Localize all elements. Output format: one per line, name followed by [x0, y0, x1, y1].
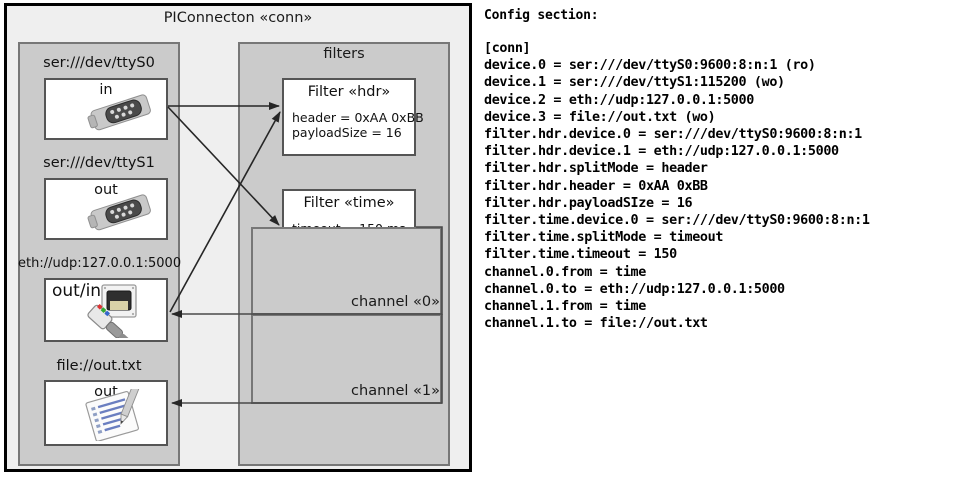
page-title: PIConnecton «conn» — [163, 10, 313, 26]
serial-port-icon — [84, 190, 160, 236]
device-caption-ttyS0: ser:///dev/ttyS0 — [43, 55, 155, 71]
filter-time-title: Filter «time» — [303, 195, 395, 211]
device-label-out-in: out/in — [52, 281, 102, 301]
config-section: Config section: [conn] device.0 = ser://… — [484, 8, 960, 332]
channel-1-box[interactable] — [251, 314, 442, 404]
filter-hdr-title: Filter «hdr» — [307, 84, 391, 100]
ethernet-jack-icon — [74, 284, 154, 338]
config-heading: Config section: — [484, 8, 599, 23]
device-label-out-serial: out — [94, 182, 118, 198]
connection-wires — [167, 102, 443, 407]
device-node-ttyS1[interactable]: out — [44, 178, 168, 240]
filters-group-label: filters — [323, 46, 365, 62]
device-node-eth[interactable]: out/in — [44, 278, 168, 342]
wire-channel-0 — [171, 226, 443, 318]
channel-1-label: channel «1» — [351, 383, 440, 399]
device-caption-ttyS1: ser:///dev/ttyS1 — [43, 155, 155, 171]
device-caption-file: file://out.txt — [56, 358, 142, 374]
channel-0-box[interactable] — [251, 227, 442, 315]
wire-channel-1 — [171, 314, 443, 407]
device-node-file[interactable]: out — [44, 380, 168, 446]
device-label-in: in — [99, 82, 113, 98]
filter-node-hdr[interactable]: Filter «hdr» header = 0xAA 0xBB payloadS… — [282, 78, 424, 156]
wire-in-to-time — [167, 106, 280, 226]
device-node-ttyS0[interactable]: in — [44, 78, 168, 140]
serial-port-icon — [84, 90, 160, 136]
device-caption-eth: eth://udp:127.0.0.1:5000 — [18, 256, 182, 271]
config-text: [conn] device.0 = ser:///dev/ttyS0:9600:… — [484, 41, 870, 332]
channel-0-label: channel «0» — [351, 294, 440, 310]
wire-eth-to-hdr — [169, 111, 281, 313]
filter-hdr-attr-payloadsize: payloadSize = 16 — [292, 125, 402, 140]
document-pencil-icon — [82, 389, 152, 441]
filter-hdr-attributes: header = 0xAA 0xBB payloadSize = 16 — [292, 110, 424, 140]
filter-hdr-attr-header: header = 0xAA 0xBB — [292, 110, 424, 125]
